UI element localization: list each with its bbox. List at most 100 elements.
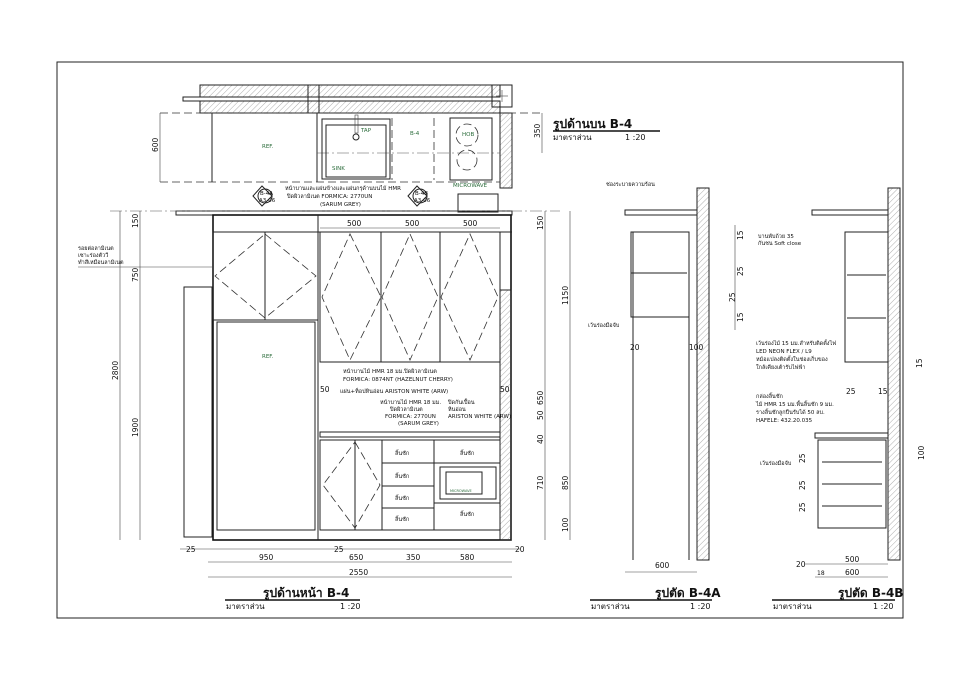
note: เว้นร่องมือจับ (760, 460, 792, 467)
svg-text:B-4A: B-4A (260, 191, 273, 197)
note: ไม้ HMR 15 มม.พื้นลิ้นชัก 9 มม. (755, 400, 834, 408)
dim: 25 (334, 545, 344, 554)
dim: 500 (845, 555, 860, 564)
dim: 100 (561, 517, 570, 532)
scale-label: มาตราส่วน (591, 602, 630, 611)
dim: 2800 (111, 361, 120, 380)
dim: 600 (655, 561, 670, 570)
left-note: เซาะร่องตัววี (78, 252, 108, 259)
elevation-title: รูปด้านหน้า B-4 (263, 586, 349, 601)
scale-value: 1 :20 (690, 602, 711, 611)
section-b4b: บานพับถ้วย 35 กันชน Soft close เว้นร่องไ… (755, 187, 926, 611)
note: (SARUM GREY) (398, 421, 439, 427)
left-note: ทำสีเหมือนลามิเนต (78, 259, 124, 266)
scale-label: มาตราส่วน (226, 602, 265, 611)
dim: 25 (798, 453, 807, 463)
scale-value: 1 :20 (340, 602, 361, 611)
dim: 40 (536, 434, 545, 444)
svg-text:B-4B: B-4B (415, 191, 428, 197)
section-mark-b4b[interactable]: B-4B A3-06 (407, 185, 431, 207)
hob-icon (449, 117, 493, 181)
dim: 150 (536, 215, 545, 230)
dim: 750 (131, 267, 140, 282)
dim: 50 (500, 385, 510, 394)
dim: 15 (915, 358, 924, 368)
dim: 500 (463, 219, 478, 228)
dim: 20 (630, 343, 640, 352)
plan-note: หน้าบานและแผ่นข้างและแผ่นกรุด้านบนไม้ HM… (285, 185, 401, 192)
dim-hob: 350 (533, 123, 542, 138)
dim: 600 (845, 568, 860, 577)
dim: 850 (561, 475, 570, 490)
plan-note: (SARUM GREY) (320, 202, 361, 208)
tap-label: TAP (360, 128, 372, 134)
note: กันชน Soft close (758, 240, 802, 247)
dim: 1150 (561, 286, 570, 305)
section-mark-b4a[interactable]: B-4A A3-06 (252, 185, 276, 207)
note: ใกล้เคียงเต้ารับไฟฟ้า (756, 364, 805, 371)
sink-label: SINK (332, 166, 345, 172)
drawer-label: ลิ้นชัก (394, 472, 409, 480)
dim: 25 (846, 387, 856, 396)
drawer-label: ลิ้นชัก (394, 449, 409, 457)
note: ปิดผิวลามิเนต (389, 406, 423, 413)
dim: 580 (460, 553, 475, 562)
note: ARISTON WHITE (ARW) (448, 414, 511, 420)
note: แผ่น+ท็อปหินอ่อน ARISTON WHITE (ARW) (340, 387, 448, 395)
note: กล่องลิ้นชัก (756, 392, 783, 400)
section-b-title: รูปตัด B-4B (838, 586, 903, 601)
column-icon (491, 84, 513, 108)
note: บานพับถ้วย 35 (758, 233, 794, 240)
dim: 15 (878, 387, 888, 396)
dim: 500 (347, 219, 362, 228)
scale-value: 1 :20 (625, 133, 646, 142)
drawer-label: ลิ้นชัก (394, 494, 409, 502)
dim: 650 (536, 390, 545, 405)
drawer-label: ลิ้นชัก (459, 510, 474, 518)
plan-title: รูปด้านบน B-4 (553, 117, 632, 132)
note: หินอ่อน (448, 406, 466, 413)
left-note: รอยต่อลามิเนต (78, 245, 114, 252)
microwave-icon (439, 466, 497, 500)
note: ช่องระบายความร้อน (606, 181, 655, 188)
ref-label: REF. (262, 144, 274, 150)
countertop (319, 431, 501, 438)
note: FORMICA: 2770UN (385, 414, 436, 420)
sheet-border (56, 61, 904, 619)
b4-label: B-4 (410, 131, 420, 137)
hob-label: HOB (462, 132, 474, 138)
dim: 25 (186, 545, 196, 554)
note: HAFELE: 432.20.035 (756, 418, 813, 424)
svg-text:A3-06: A3-06 (414, 198, 431, 204)
svg-text:A3-06: A3-06 (259, 198, 276, 204)
section-b4a: ช่องระบายความร้อน เว้นร่องมือจับ 15 25 2… (588, 181, 745, 611)
note: หน้าบานไม้ HMR 18 มม. (380, 399, 441, 406)
note: หม้อแปลงติดตั้งในช่องเก็บของ (756, 355, 828, 363)
note: รางลิ้นชักลูกปืนรับได้ 50 ลบ. (756, 408, 825, 416)
upper-cabinets (212, 231, 501, 363)
dim: 100 (689, 343, 704, 352)
refrigerator (216, 321, 316, 531)
note: เว้นร่องไม้ 15 มม.สำหรับติดตั้งไฟ (756, 339, 836, 347)
dim: 2550 (349, 568, 368, 577)
dim: 1900 (131, 418, 140, 437)
dim: 25 (798, 480, 807, 490)
dim-depth: 600 (151, 137, 160, 152)
dim: 50 (320, 385, 330, 394)
dim: 710 (536, 475, 545, 490)
dim: 20 (515, 545, 525, 554)
microwave-label: MICROWAVE (453, 183, 488, 189)
front-elevation: REF. MICROWAVE ลิ้นชัก ลิ้นชัก ลิ้นชัก ล… (78, 210, 571, 611)
ref-label: REF. (262, 354, 274, 360)
dim: 150 (131, 213, 140, 228)
side-panel (183, 286, 213, 538)
scale-value: 1 :20 (873, 602, 894, 611)
sink-icon (321, 118, 391, 180)
note: หน้าบานไม้ HMR 18 มม.ปิดผิวลามิเนต (343, 368, 437, 375)
note: FORMICA: 0874NT (HAZELNUT CHERRY) (343, 377, 453, 383)
section-a-title: รูปตัด B-4A (655, 586, 721, 601)
dim: 100 (917, 445, 926, 460)
scale-label: มาตราส่วน (773, 602, 812, 611)
plan-note: ปิดผิวลามิเนต FORMICA: 2770UN (286, 193, 372, 200)
